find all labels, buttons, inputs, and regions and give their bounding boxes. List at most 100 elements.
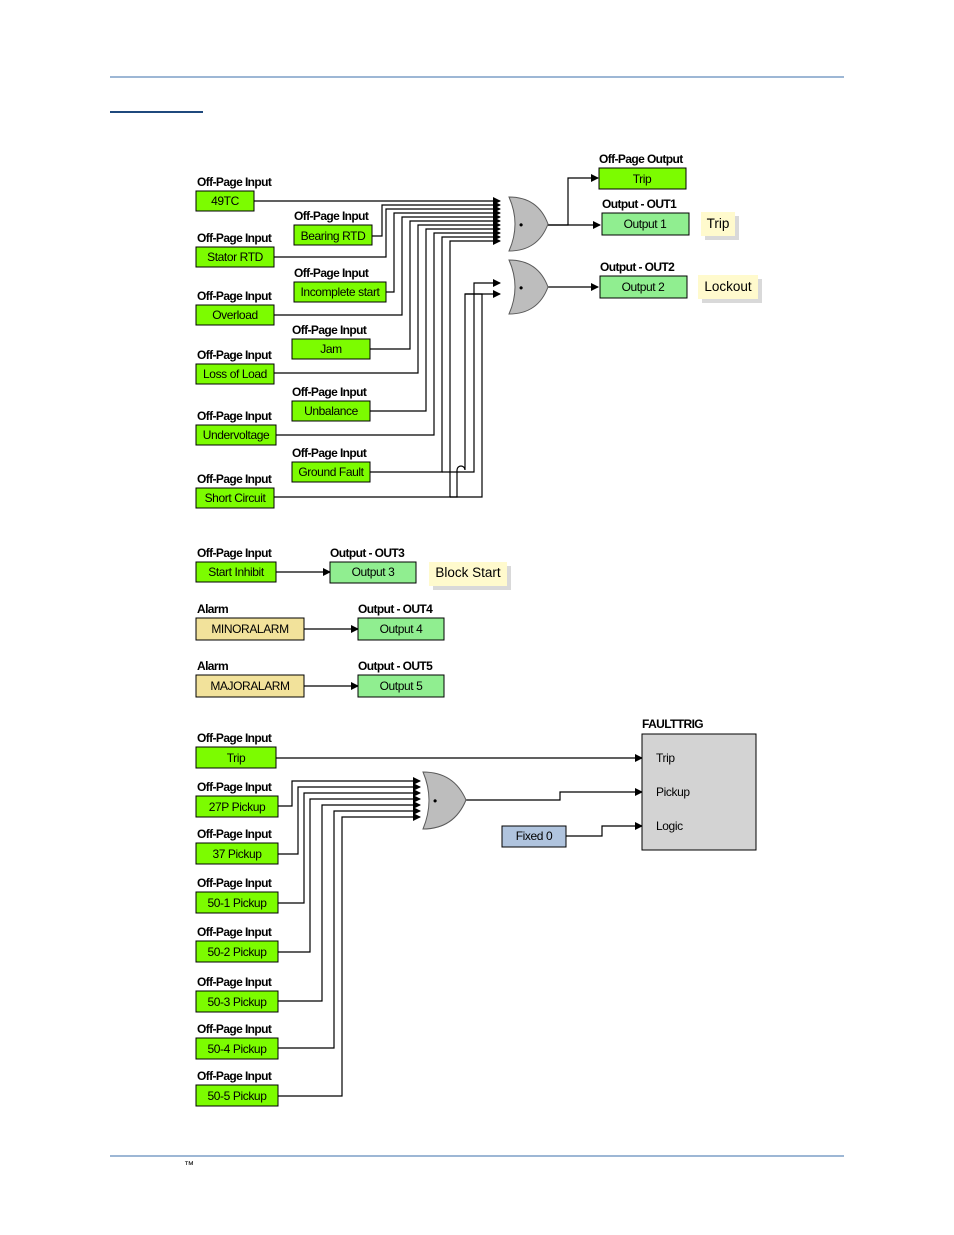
input-block: Off-Page Input Short Circuit xyxy=(195,472,275,509)
block-header: Off-Page Input xyxy=(197,827,272,841)
block-label: 37 Pickup xyxy=(212,847,262,861)
block-header: Output - OUT4 xyxy=(358,602,433,616)
faulttrig-block: FAULTTRIG Trip Pickup Logic xyxy=(641,717,757,851)
input-block: Off-Page Input Trip xyxy=(195,731,277,769)
minor-alarm-block: Alarm MINORALARM xyxy=(195,602,305,641)
block-label: Stator RTD xyxy=(207,250,264,264)
block-label: Output 5 xyxy=(380,679,424,693)
block-header: Off-Page Input xyxy=(292,446,367,460)
output-block-out2: Output - OUT2 Output 2 Lockout xyxy=(599,260,762,303)
block-header: Off-Page Input xyxy=(197,1022,272,1036)
faulttrig-port-pickup: Pickup xyxy=(656,785,690,799)
note-label: Lockout xyxy=(704,279,752,294)
block-header: Off-Page Input xyxy=(197,409,272,423)
block-label: Fixed 0 xyxy=(516,829,553,843)
output-block-out5: Output - OUT5 Output 5 xyxy=(357,659,445,698)
block-header: Off-Page Input xyxy=(197,175,272,189)
block-label: Loss of Load xyxy=(203,367,267,381)
block-label: Unbalance xyxy=(304,404,359,418)
block-label: Trip xyxy=(633,172,652,186)
block-label: Start Inhibit xyxy=(208,565,265,579)
input-block: Off-Page Input Loss of Load xyxy=(195,348,275,385)
block-header: Output - OUT1 xyxy=(602,197,677,211)
block-header: Off-Page Input xyxy=(197,975,272,989)
block-header: Alarm xyxy=(197,602,228,616)
block-label: Bearing RTD xyxy=(301,229,366,243)
input-block: Off-Page Input Undervoltage xyxy=(195,409,277,446)
fixed-zero-block: Fixed 0 xyxy=(501,825,567,848)
block-label: Jam xyxy=(320,342,342,356)
block-label: Undervoltage xyxy=(203,428,270,442)
block-label: Ground Fault xyxy=(298,465,364,479)
output-block-out1: Output - OUT1 Output 1 Trip xyxy=(601,197,739,240)
start-inhibit-block: Off-Page Input Start Inhibit xyxy=(195,546,277,583)
footer-rule xyxy=(110,1155,844,1157)
input-block: Off-Page Input 50-2 Pickup xyxy=(195,925,279,963)
block-label: Incomplete start xyxy=(301,285,381,299)
faulttrig-port-trip: Trip xyxy=(656,751,675,765)
gate-dot: • xyxy=(519,218,523,232)
input-block: Off-Page Input Incomplete start xyxy=(293,266,387,303)
input-block: Off-Page Input Bearing RTD xyxy=(293,209,373,246)
input-block: Off-Page Input 27P Pickup xyxy=(195,780,279,818)
faulttrig-port-logic: Logic xyxy=(656,819,683,833)
block-header: Off-Page Input xyxy=(197,925,272,939)
block-label: Short Circuit xyxy=(205,491,267,505)
input-block: Off-Page Input Overload xyxy=(195,289,275,326)
block-label: Output 2 xyxy=(622,280,666,294)
input-block: Off-Page Input 50-3 Pickup xyxy=(195,975,279,1013)
block-header: Off-Page Input xyxy=(197,546,272,560)
off-page-output-block: Off-Page Output Trip xyxy=(598,152,687,190)
output-block-out3: Output - OUT3 Output 3 Block Start xyxy=(329,546,511,590)
block-label: Output 1 xyxy=(624,217,668,231)
block-label: 50-1 Pickup xyxy=(208,896,268,910)
gate-dot: • xyxy=(519,281,523,295)
block-label: 50-4 Pickup xyxy=(208,1042,268,1056)
block-header: Off-Page Output xyxy=(599,152,683,166)
input-block: Off-Page Input Jam xyxy=(291,323,371,360)
input-block: Off-Page Input 50-5 Pickup xyxy=(195,1069,279,1107)
block-header: Output - OUT2 xyxy=(600,260,675,274)
block-header: Off-Page Input xyxy=(292,323,367,337)
block-header: Off-Page Input xyxy=(197,231,272,245)
wires-mid xyxy=(276,568,359,690)
block-label: 27P Pickup xyxy=(209,800,266,814)
block-header: Off-Page Input xyxy=(197,1069,272,1083)
wires-bottom xyxy=(276,754,643,1097)
input-block: Off-Page Input 50-1 Pickup xyxy=(195,876,279,914)
major-alarm-block: Alarm MAJORALARM xyxy=(195,659,305,698)
block-header: Alarm xyxy=(197,659,228,673)
block-label: Overload xyxy=(212,308,258,322)
gate-dot: • xyxy=(433,794,437,808)
input-block: Off-Page Input Stator RTD xyxy=(195,231,275,268)
block-label: 49TC xyxy=(211,194,239,208)
wires-top xyxy=(254,174,601,498)
input-block: Off-Page Input Unbalance xyxy=(291,385,371,422)
output-block-out4: Output - OUT4 Output 4 xyxy=(357,602,445,641)
input-block: Off-Page Input 49TC xyxy=(195,175,272,212)
block-header: Off-Page Input xyxy=(197,348,272,362)
faulttrig-title: FAULTTRIG xyxy=(642,717,703,731)
note-label: Trip xyxy=(707,216,730,231)
block-label: MINORALARM xyxy=(211,622,289,636)
block-label: 50-2 Pickup xyxy=(208,945,268,959)
block-header: Off-Page Input xyxy=(197,289,272,303)
block-label: Output 3 xyxy=(352,565,396,579)
block-header: Off-Page Input xyxy=(197,876,272,890)
section-underline xyxy=(110,111,203,113)
block-label: Output 4 xyxy=(380,622,424,636)
block-label: MAJORALARM xyxy=(210,679,290,693)
note-label: Block Start xyxy=(435,565,501,580)
block-label: 50-5 Pickup xyxy=(208,1089,268,1103)
or-gate-mid: • xyxy=(508,259,549,315)
block-header: Off-Page Input xyxy=(292,385,367,399)
block-header: Off-Page Input xyxy=(197,472,272,486)
block-header: Off-Page Input xyxy=(197,780,272,794)
or-gate-bottom: • xyxy=(422,771,467,830)
block-label: 50-3 Pickup xyxy=(208,995,268,1009)
block-header: Off-Page Input xyxy=(294,266,369,280)
block-header: Output - OUT3 xyxy=(330,546,405,560)
block-header: Off-Page Input xyxy=(197,731,272,745)
block-header: Output - OUT5 xyxy=(358,659,433,673)
